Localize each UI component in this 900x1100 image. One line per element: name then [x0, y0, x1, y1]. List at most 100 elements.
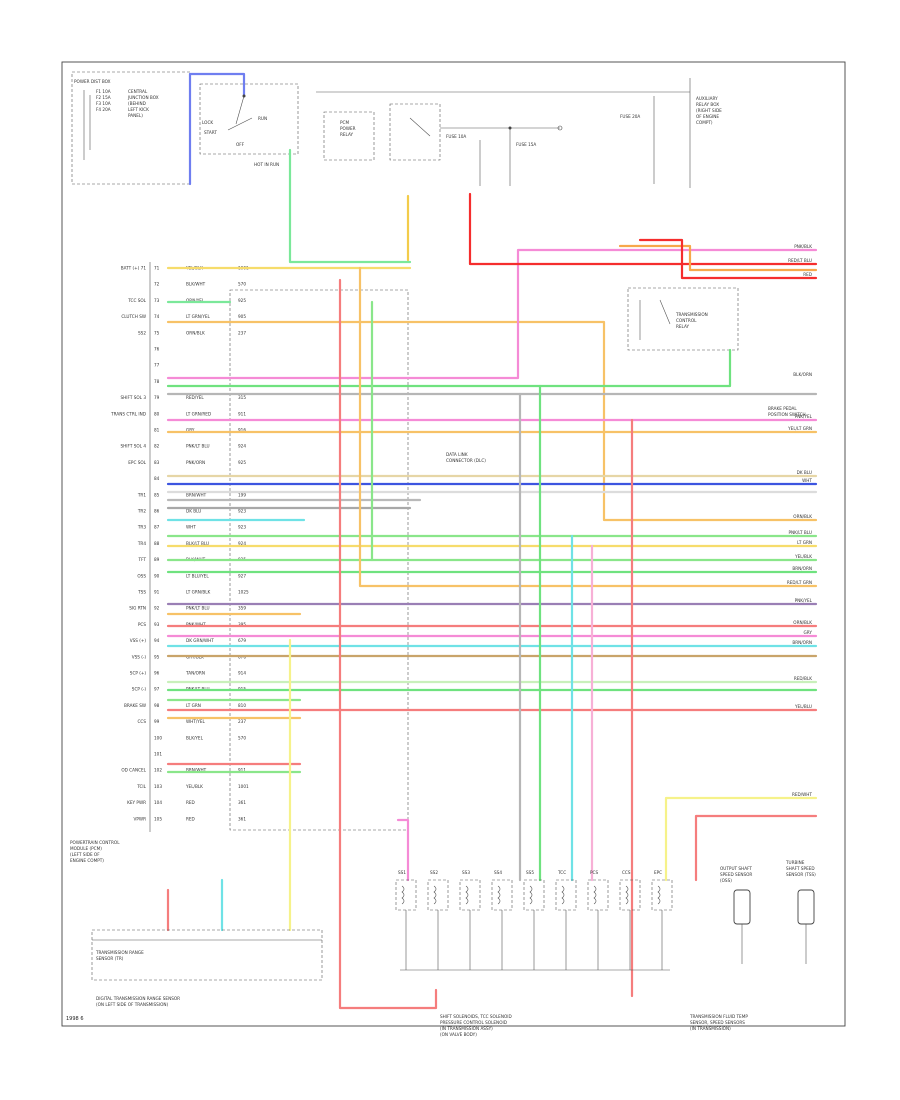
solenoid-coil [593, 885, 597, 905]
right-edge-label: PNK/YEL [795, 598, 813, 603]
pin-function: BATT (+) 71 [121, 266, 147, 271]
dlc-label-1: DATA LINK [446, 452, 468, 457]
right-edge-label: GRY [804, 630, 813, 635]
pin-function: SHIFT SOL 4 [120, 444, 146, 449]
solenoid: SS2 [427, 870, 449, 970]
relay-t2: POWER [340, 126, 356, 131]
relay-t3: RELAY [340, 132, 354, 137]
tss-label-1: TURBINE [785, 860, 805, 865]
pin-number: 85 [154, 492, 160, 497]
fuse-f1: F1 10A [96, 89, 111, 94]
right-edge-label: PNK/LT BLU [788, 530, 812, 535]
pin-circuit: 925 [238, 298, 246, 303]
pin-number: 74 [154, 314, 160, 319]
solenoid-coil [657, 885, 661, 905]
pin-wire-color: PNK/LT BLU [186, 444, 210, 449]
pin-number: 100 [154, 735, 162, 740]
pin-function: TR3 [137, 525, 146, 530]
pin-number: 82 [154, 444, 160, 449]
pin-function: VPWR [134, 816, 147, 821]
pin-function: BRAKE SW [124, 703, 146, 708]
tcr-label-1: TRANSMISSION [675, 312, 708, 317]
pin-function: SCP (+) [130, 671, 147, 676]
solenoid-coil [465, 885, 469, 905]
pin-number: 95 [154, 654, 160, 659]
solenoid-label: SS5 [526, 870, 534, 875]
pcm-title-3: (LEFT SIDE OF [70, 852, 100, 857]
pin-number: 72 [154, 282, 160, 287]
pin-wire-color: LT GRN/YEL [186, 314, 211, 319]
solenoid-body [555, 879, 577, 911]
solenoid-label: SS3 [462, 870, 470, 875]
pin-number: 94 [154, 638, 160, 643]
right-edge-label: BRN/ORN [792, 640, 812, 645]
pin-wire-color: BLK/YEL [186, 735, 204, 740]
wire-green-hot [288, 148, 412, 264]
pin-number: 73 [154, 298, 160, 303]
solenoid-coil [433, 885, 437, 905]
pin-number: 104 [154, 800, 162, 805]
hot-in-run-label: HOT IN RUN [254, 162, 279, 167]
pin-number: 75 [154, 330, 160, 335]
pin-wire-color: BLK/WHT [186, 282, 206, 287]
solenoid-label: TCC [557, 870, 566, 875]
solenoid-body [619, 879, 641, 911]
solenoid: SS4 [491, 870, 513, 970]
pin-circuit: 361 [238, 800, 246, 805]
solenoid-coil [529, 885, 533, 905]
pin-function: TCIL [136, 784, 146, 789]
ign-off: OFF [236, 142, 245, 147]
solenoid-label: SS4 [494, 870, 502, 875]
pin-function: EPC SOL [128, 460, 146, 465]
right-edge-label: PNK/BLK [794, 244, 812, 249]
solenoid-body [491, 879, 513, 911]
pin-circuit: 199 [238, 492, 246, 497]
pin-function: CLUTCH SW [121, 314, 146, 319]
pin-wire-color: PNK/ORN [186, 460, 205, 465]
pin-number: 90 [154, 573, 160, 578]
aux-note-3: (RIGHT SIDE [696, 108, 722, 113]
pin-number: 96 [154, 671, 160, 676]
aux-note-4: OF ENGINE [696, 114, 719, 119]
pin-circuit: 911 [238, 768, 246, 773]
pin-wire-color: LT BLU/YEL [186, 573, 209, 578]
pin-number: 71 [154, 266, 160, 271]
bl-caption-1: DIGITAL TRANSMISSION RANGE SENSOR [96, 996, 180, 1001]
cjb-note-1: CENTRAL [128, 89, 148, 94]
solenoid-group: SHIFT SOLENOIDS, TCC SOLENOID PRESSURE C… [395, 870, 673, 1037]
pin-circuit: 237 [238, 330, 246, 335]
pin-function: SHIFT SOL 3 [120, 395, 146, 400]
pin-circuit: 570 [238, 735, 246, 740]
bm-caption-2: PRESSURE CONTROL SOLENOID [440, 1020, 507, 1025]
tss-label-3: SENSOR (TSS) [786, 872, 816, 877]
right-edge-label: YEL/BLK [794, 554, 812, 559]
pin-wire-color: BRN/WHT [186, 492, 207, 497]
ign-run: RUN [258, 116, 267, 121]
pin-wire-color: DK BLU [186, 509, 201, 514]
speed-sensors: OUTPUT SHAFT SPEED SENSOR (OSS) TURBINE … [689, 860, 816, 1031]
wire-yellow-oss [664, 796, 818, 882]
pin-number: 87 [154, 525, 160, 530]
pin-circuit: 911 [238, 411, 246, 416]
pin-wire-color: PNK/WHT [186, 622, 206, 627]
solenoid-body [427, 879, 449, 911]
wire-red-top-2 [638, 238, 818, 280]
wire-pink-sol-1 [396, 818, 410, 882]
right-edge-label: RED/WHT [792, 792, 812, 797]
pin-circuit: 315 [238, 395, 246, 400]
solenoid-body [651, 879, 673, 911]
pin-function: TR2 [137, 509, 146, 514]
wire-blue-top [188, 72, 246, 186]
solenoid-label: CCS [622, 870, 631, 875]
pin-circuit: 679 [238, 638, 246, 643]
pin-number: 89 [154, 557, 160, 562]
